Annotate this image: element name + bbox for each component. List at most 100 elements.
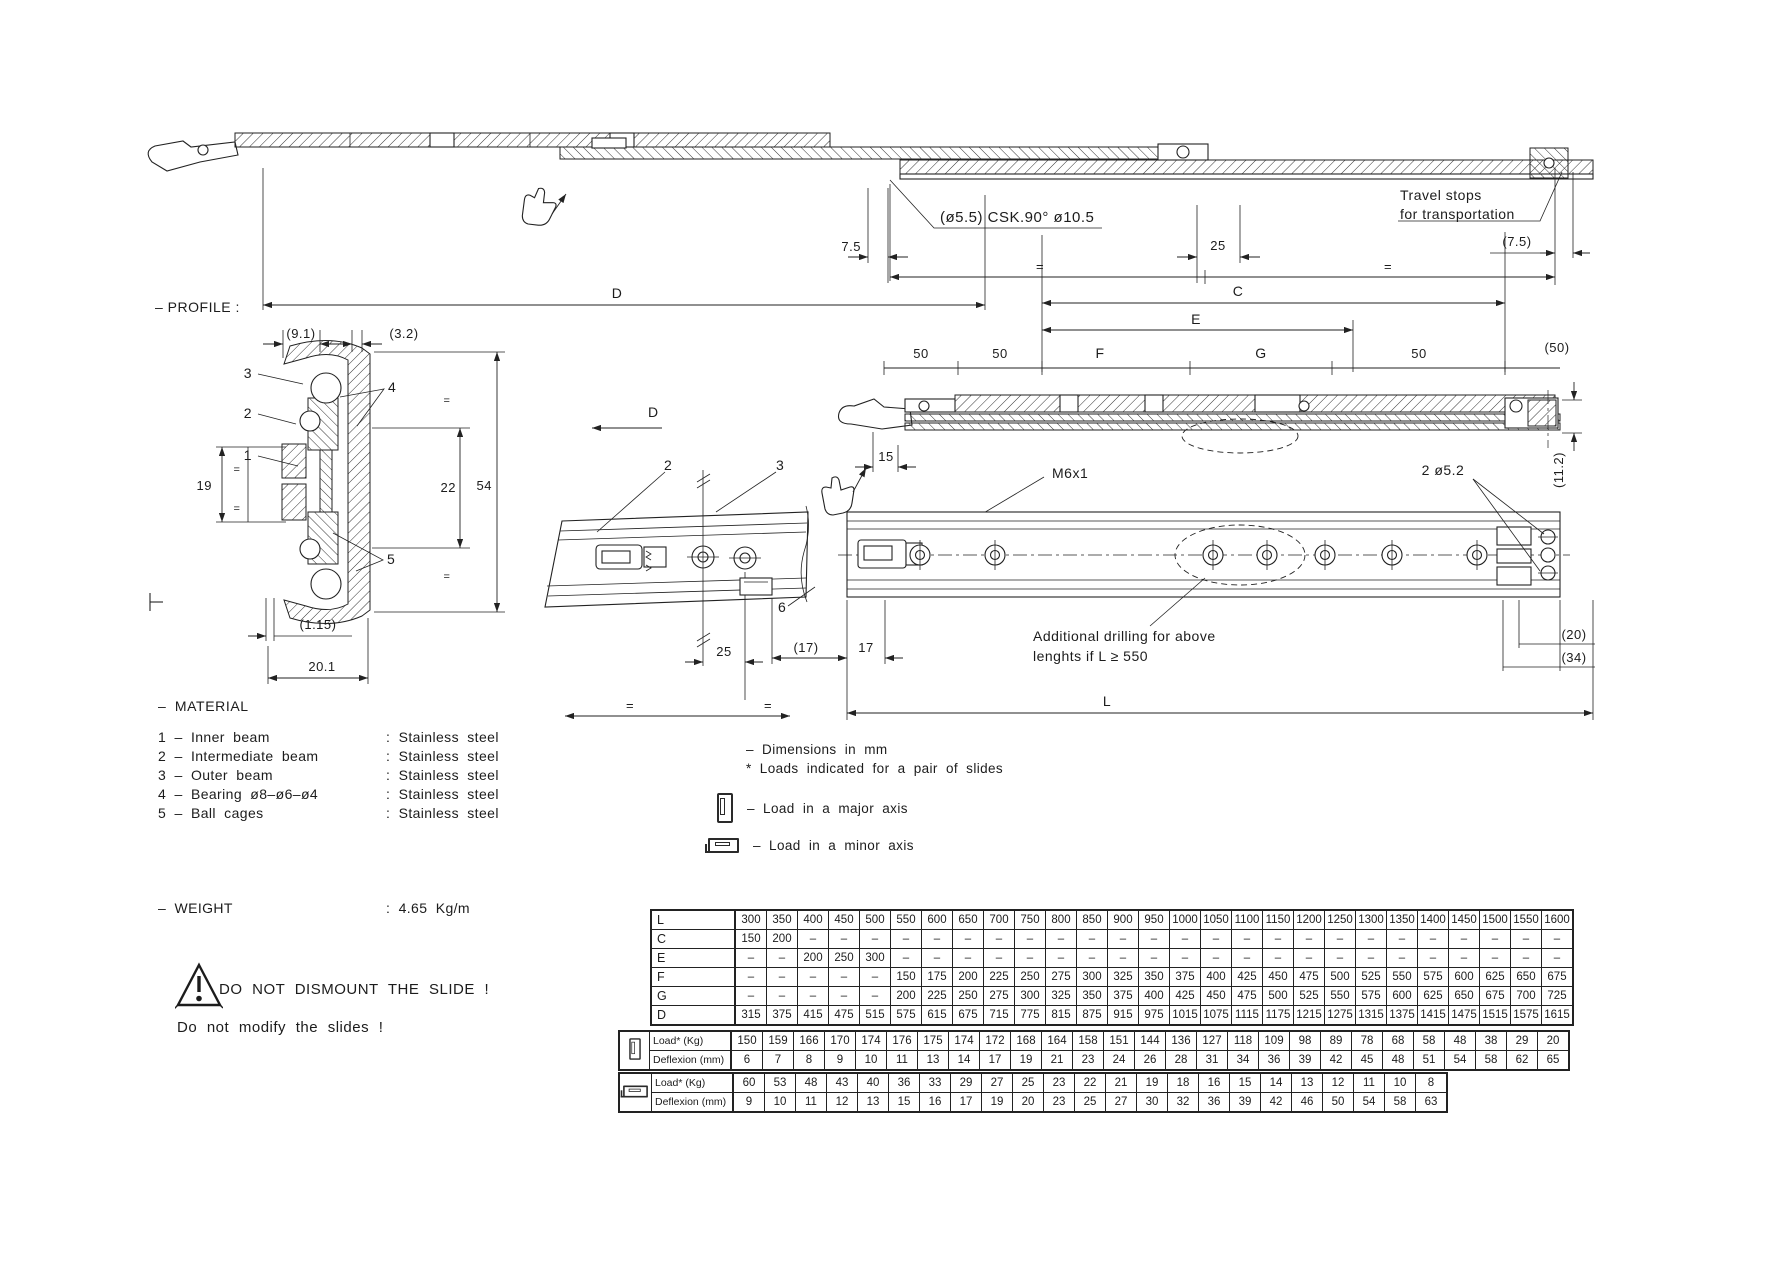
value-cell: – — [921, 929, 953, 949]
weight-label: – WEIGHT — [158, 900, 233, 916]
value-cell: – — [1510, 948, 1542, 968]
value-cell: 58 — [1384, 1092, 1416, 1113]
value-cell: 700 — [983, 909, 1015, 930]
value-cell: 25 — [1074, 1092, 1106, 1113]
value-cell: 27 — [1105, 1092, 1137, 1113]
value-cell: – — [766, 948, 798, 968]
value-cell: 1200 — [1293, 909, 1325, 930]
value-cell: 200 — [890, 986, 922, 1006]
value-cell: 11 — [886, 1050, 918, 1071]
value-cell: – — [1231, 948, 1263, 968]
end-holes-callout: 2 ø5.2 — [1422, 462, 1465, 478]
value-cell: 500 — [1262, 986, 1294, 1006]
value-cell: 575 — [1417, 967, 1449, 987]
legend-minor-axis: – Load in a minor axis — [705, 838, 914, 853]
dim-22: 22 — [441, 480, 456, 495]
value-cell: – — [1262, 929, 1294, 949]
value-cell: – — [983, 948, 1015, 968]
view-arrow-D: D — [648, 404, 659, 420]
travel-stops-note: for transportation — [1400, 206, 1515, 222]
value-cell: – — [1231, 929, 1263, 949]
value-cell: 144 — [1134, 1030, 1166, 1051]
value-cell: 750 — [1014, 909, 1046, 930]
value-cell: – — [1448, 929, 1480, 949]
value-cell: – — [1541, 929, 1574, 949]
value-cell: 29 — [1506, 1030, 1538, 1051]
dim-D-label: D — [612, 285, 623, 301]
dim-34-ref: (34) — [1561, 650, 1586, 665]
minor-axis-icon — [705, 838, 739, 853]
value-cell: 127 — [1196, 1030, 1228, 1051]
hole-callout: (ø5.5) CSK.90° ø10.5 — [940, 209, 1094, 226]
material-item: 3 – Outer beam : Stainless steel — [158, 766, 499, 785]
row-label: Deflexion (mm) — [649, 1050, 732, 1071]
value-cell: 58 — [1475, 1050, 1507, 1071]
value-cell: – — [797, 986, 829, 1006]
part-label-3: 3 — [776, 457, 784, 473]
value-cell: 1475 — [1448, 1005, 1480, 1026]
major-axis-icon — [628, 1038, 641, 1060]
value-cell: 1375 — [1386, 1005, 1418, 1026]
value-cell: 1400 — [1417, 909, 1449, 930]
travel-stop — [1543, 157, 1555, 169]
value-cell: – — [1200, 948, 1232, 968]
material-value: : Stainless steel — [386, 786, 499, 802]
value-cell: 400 — [1200, 967, 1232, 987]
value-cell: 11 — [795, 1092, 827, 1113]
value-cell: 615 — [921, 1005, 953, 1026]
value-cell: 10 — [1384, 1072, 1416, 1093]
value-cell: – — [734, 986, 767, 1006]
value-cell: – — [1448, 948, 1480, 968]
row-label: D — [650, 1005, 736, 1026]
value-cell: 250 — [952, 986, 984, 1006]
value-cell: – — [797, 929, 829, 949]
extended-slide-top-view — [147, 132, 1594, 226]
value-cell: – — [1076, 948, 1108, 968]
value-cell: 164 — [1041, 1030, 1073, 1051]
general-notes: – Dimensions in mm * Loads indicated for… — [746, 740, 1003, 778]
material-value: : Stainless steel — [386, 729, 499, 745]
dim-50: 50 — [1411, 346, 1426, 361]
value-cell: 325 — [1107, 967, 1139, 987]
additional-drilling-bubble — [1174, 524, 1306, 586]
value-cell: – — [1541, 948, 1574, 968]
value-cell: 27 — [981, 1072, 1013, 1093]
hand-icon — [521, 187, 557, 226]
drilling-note: Additional drilling for above — [1033, 628, 1216, 644]
value-cell: – — [1417, 948, 1449, 968]
value-cell: 715 — [983, 1005, 1015, 1026]
value-cell: – — [734, 948, 767, 968]
value-cell: 33 — [919, 1072, 951, 1093]
material-value: : Stainless steel — [386, 767, 499, 783]
value-cell: 875 — [1076, 1005, 1108, 1026]
value-cell: 53 — [764, 1072, 796, 1093]
value-cell: – — [734, 967, 767, 987]
value-cell: – — [828, 967, 860, 987]
equal-mark: = — [1036, 259, 1044, 274]
value-cell: 26 — [1134, 1050, 1166, 1071]
material-value: : Stainless steel — [386, 805, 499, 821]
dim-E-label: E — [1191, 311, 1201, 327]
value-cell: 300 — [1014, 986, 1046, 1006]
legend-minor-text: – Load in a minor axis — [753, 838, 914, 853]
row-label: Deflexion (mm) — [651, 1092, 734, 1113]
value-cell: 136 — [1165, 1030, 1197, 1051]
value-cell: 12 — [1322, 1072, 1354, 1093]
value-cell: – — [1293, 948, 1325, 968]
warning-modify: Do not modify the slides ! — [177, 1019, 384, 1036]
value-cell: – — [1200, 929, 1232, 949]
value-cell: 63 — [1415, 1092, 1448, 1113]
dim-25: 25 — [1210, 238, 1225, 253]
bearing-ball — [310, 568, 342, 600]
part-label-1: 1 — [244, 447, 252, 463]
equal-mark: = — [444, 395, 451, 407]
value-cell: 48 — [1444, 1030, 1476, 1051]
thread-callout: M6x1 — [1052, 465, 1088, 481]
legend-major-axis: – Load in a major axis — [717, 793, 908, 823]
value-cell: 550 — [1324, 986, 1356, 1006]
